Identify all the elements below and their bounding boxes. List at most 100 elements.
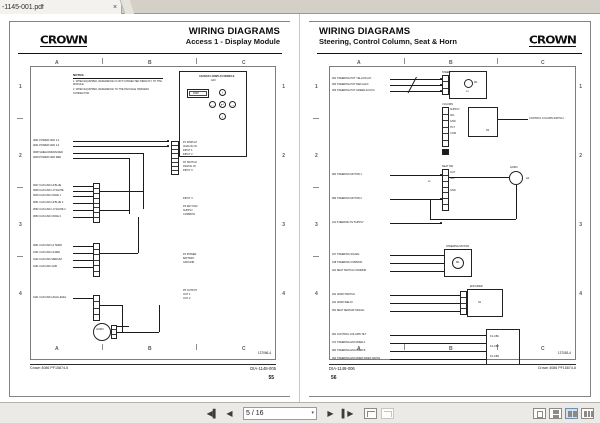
signal-label: OUT 1 <box>183 293 191 296</box>
signal-label: DIGITAL IN <box>183 165 196 168</box>
page-number-input[interactable]: 5 / 16 ▾ <box>243 406 317 420</box>
wire-label: 0131 CAN LINK GND <box>33 265 58 268</box>
steering-pot-box <box>449 71 487 99</box>
next-page-button[interactable]: ▶ <box>324 407 337 420</box>
display-screen <box>187 89 209 98</box>
page-navigation-group: ◀▌ ◀ 5 / 16 ▾ ▶ ▌▶ <box>206 406 394 420</box>
drawing-frame-right: 001 STEERING POT YELLOW A/C 002 STEERING… <box>329 66 576 365</box>
footer-doc-number-left: DIA-1148-005 <box>250 366 276 371</box>
signal-label: P5 OUTPUT <box>183 289 198 292</box>
page-footer-right: DIA-1148-006 Crown 4086 PF15874-6 56 <box>329 364 576 388</box>
seat-horn-connector <box>442 169 449 211</box>
display-button-left[interactable]: ← <box>209 101 216 108</box>
notes-item-1: 1. WHEN EQUIPPED, REFERENCE IS NOT CONNE… <box>73 79 162 86</box>
page-header-left: CROWN WIRING DIAGRAMS Access 1 - Display… <box>18 26 282 54</box>
row-marker-2: 2 <box>315 153 318 159</box>
continuous-scroll-view-button[interactable] <box>549 407 562 419</box>
signal-label: INPUT 2 <box>183 153 193 156</box>
header-rule <box>18 53 282 54</box>
row-marker-3: 3 <box>19 222 22 228</box>
wire-label: 0001 POWER GND 1.0 <box>33 139 60 142</box>
solenoid-connector <box>111 325 117 339</box>
row-marker-1-right: 1 <box>282 84 285 90</box>
wire-label: 011 STEERING 5V SUPPLY <box>332 221 364 224</box>
display-screen-label: DISP <box>193 92 199 95</box>
display-button-right[interactable]: → <box>229 101 236 108</box>
viewer-toolbar: ◀▌ ◀ 5 / 16 ▾ ▶ ▌▶ <box>0 402 600 423</box>
crown-logo-text: CROWN <box>528 33 577 47</box>
component-label: STEER <box>442 71 451 74</box>
component-label: CONTROL COLUMN SWITCH <box>529 117 564 120</box>
col-marker-b-top: B <box>449 60 453 66</box>
row-marker-3: 3 <box>315 222 318 228</box>
signal-label: P2 SWITCH <box>183 161 197 164</box>
wire-label: 081 STEERING ENCODER B <box>332 349 366 352</box>
connector-block-2 <box>93 183 100 223</box>
page-subtitle-right: Steering, Control Column, Seat & Horn <box>319 37 457 46</box>
row-marker-2-right: 2 <box>282 153 285 159</box>
wire-label: 071 STEERING ENCODER A <box>332 341 366 344</box>
pdf-page-right: CROWN WIRING DIAGRAMS Steering, Control … <box>300 14 600 402</box>
steering-motor-box <box>444 249 472 277</box>
wire-label: 021 SEAT SWITCH COMMON <box>332 269 367 272</box>
row-marker-2-right: 2 <box>579 153 582 159</box>
col-marker-b-bottom: B <box>449 346 453 352</box>
wire-label: 041 HORN RELAY <box>332 301 354 304</box>
display-module-title: ACCESS 1 DISPLAY MODULE <box>199 75 235 78</box>
signal-label: INPUT 1 <box>183 149 193 152</box>
single-page-view-button[interactable] <box>533 407 546 419</box>
display-button-up[interactable]: ↑ <box>219 89 226 96</box>
row-marker-1-right: 1 <box>579 84 582 90</box>
wire-label: 081 STEERING MOTOR 1 <box>332 173 362 176</box>
row-marker-4: 4 <box>315 291 318 297</box>
wire-label: 031 HORN SWITCH <box>332 293 355 296</box>
component-ref: M1 <box>474 81 478 84</box>
wire-label: 017 STEERING SIGNAL <box>332 253 360 256</box>
row-marker-1: 1 <box>19 84 22 90</box>
row-marker-4: 4 <box>19 291 22 297</box>
signal-label: P1 DISPLAY <box>183 141 198 144</box>
first-page-button[interactable]: ◀▌ <box>206 408 219 418</box>
page-footer-left: Crown 4086 PF15874-5 DIA-1148-005 55 <box>30 364 276 388</box>
col-marker-c-top: C <box>242 60 246 66</box>
signal-label: GROUND <box>183 261 195 264</box>
wire-label: 0048 CAN LINK LO WHITE <box>33 189 64 192</box>
component-label: STEERING MOTOR <box>446 245 469 248</box>
last-page-button[interactable]: ▌▶ <box>341 408 354 418</box>
component-label: HORN <box>510 166 518 169</box>
wire-label: 002 STEERING POT RED A/A/C <box>332 83 369 86</box>
row-marker-4-right: 4 <box>579 291 582 297</box>
encoder-box <box>467 289 503 317</box>
wire-label: 0061 CAN LINK HI TERM <box>33 244 62 247</box>
document-tab[interactable]: -1145-001.pdf × <box>0 0 122 14</box>
display-button-down[interactable]: ↓ <box>219 113 226 120</box>
previous-page-button[interactable]: ◀ <box>223 407 236 420</box>
chevron-down-icon[interactable]: ▾ <box>311 410 314 416</box>
two-page-view-button[interactable] <box>565 407 578 419</box>
rotate-view-icon[interactable] <box>364 407 377 419</box>
col-marker-c-bottom: C <box>242 346 246 352</box>
footer-page-number-left: 55 <box>268 375 274 381</box>
connector-block-3 <box>93 243 100 277</box>
crown-logo-text: CROWN <box>40 33 88 47</box>
row-marker-4-right: 4 <box>282 291 285 297</box>
column-switch-box <box>468 107 498 137</box>
module-connector-p1 <box>171 141 179 175</box>
display-button-enter[interactable]: ↵ <box>219 101 226 108</box>
notes-title: NOTES: <box>73 73 85 77</box>
signal-label: P3 KEY PAD <box>183 205 198 208</box>
notes-block: NOTES: 1. WHEN EQUIPPED, REFERENCE IS NO… <box>73 73 163 95</box>
close-icon[interactable]: × <box>112 3 118 11</box>
horn-symbol <box>509 171 523 185</box>
pot-symbol <box>464 79 473 88</box>
drawing-frame-left: NOTES: 1. WHEN EQUIPPED, REFERENCE IS NO… <box>30 66 276 360</box>
page-title-left: WIRING DIAGRAMS <box>188 26 280 37</box>
row-marker-3-right: 3 <box>579 222 582 228</box>
two-page-cover-view-button[interactable] <box>581 407 594 419</box>
pdf-page-viewport[interactable]: CROWN WIRING DIAGRAMS Access 1 - Display… <box>0 14 600 402</box>
footer-part-code-right: Crown 4086 PF15874-6 <box>537 366 576 370</box>
component-label: COLUMN <box>442 103 453 106</box>
signal-label: SUPPLY <box>183 209 193 212</box>
component-label: SEAT SW <box>442 165 454 168</box>
